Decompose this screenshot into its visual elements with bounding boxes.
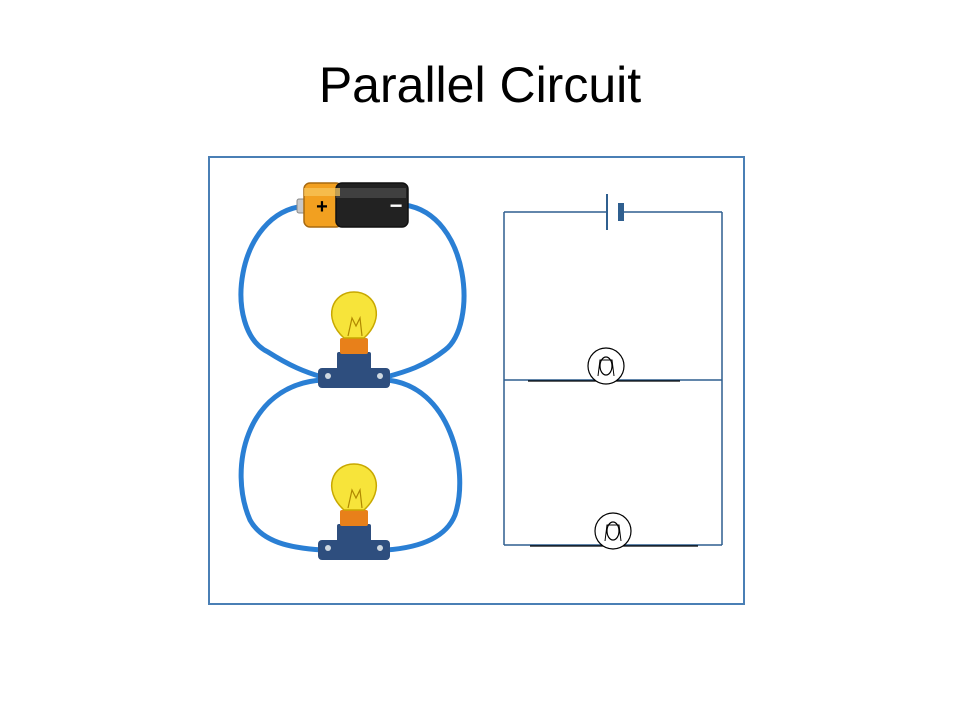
slide-title: Parallel Circuit [318,57,642,113]
battery-minus-symbol: − [390,193,403,218]
bulb-symbol-icon [528,347,680,385]
light-bulb-icon [318,463,390,560]
cell-symbol-icon [606,194,624,230]
battery-icon: + − [296,182,409,228]
bulb-symbol-icon [530,512,698,550]
pictorial-circuit: + − [238,182,467,560]
light-bulb-icon [318,291,390,388]
upper-loop-wire [238,202,467,380]
battery-plus-symbol: + [316,196,328,218]
lower-loop-wire [238,377,463,553]
